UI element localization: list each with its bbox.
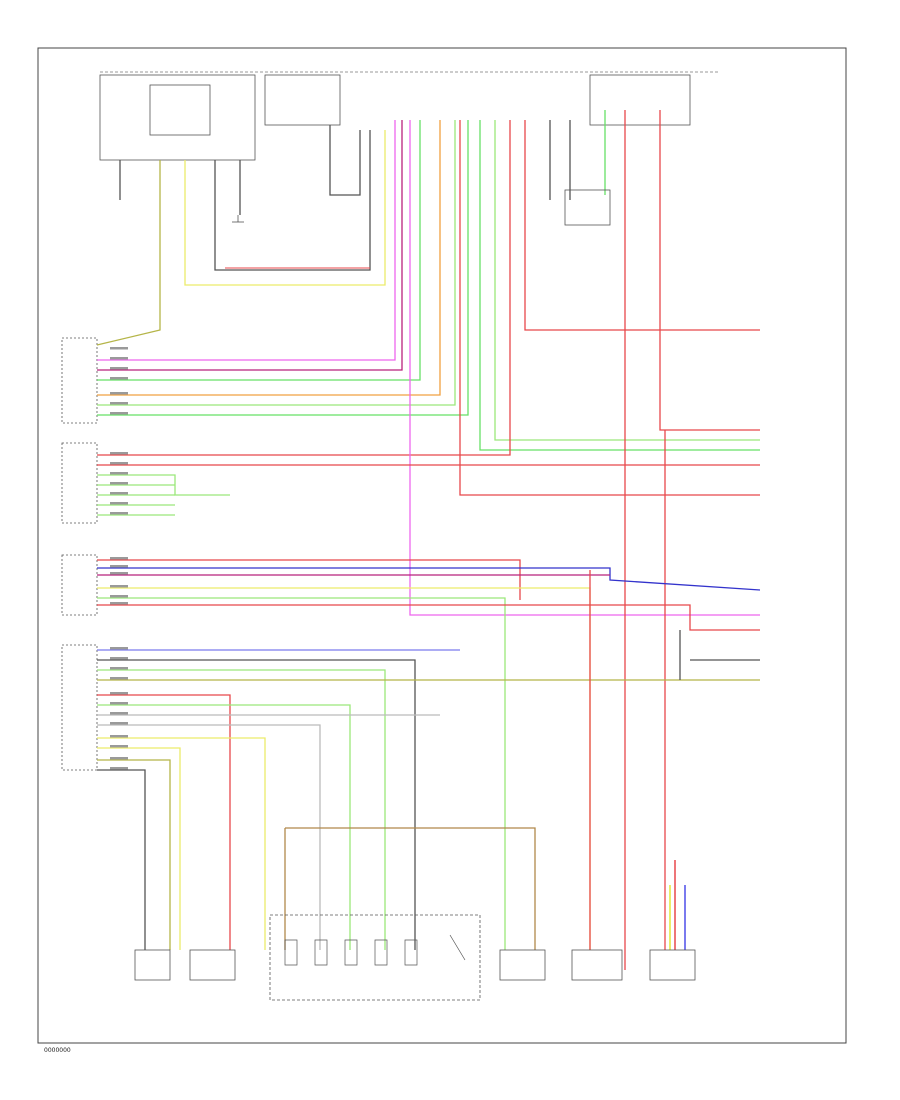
wire-37 — [97, 604, 760, 631]
wire-label-mark-13 — [110, 502, 128, 505]
wire-label-mark-8 — [110, 452, 128, 455]
wire-33 — [97, 567, 761, 591]
wire-32 — [97, 559, 521, 600]
wire-36 — [97, 597, 506, 950]
wire-13 — [97, 120, 469, 416]
ecm-connector-3 — [61, 554, 98, 616]
wire-label-mark-32 — [110, 767, 128, 770]
wire-4 — [214, 130, 371, 271]
wire-label-mark-22 — [110, 657, 128, 660]
wire-50 — [285, 827, 536, 950]
component-turbine-sensor — [189, 949, 236, 981]
wire-43 — [97, 704, 351, 950]
ecm-connector-4 — [61, 644, 98, 771]
component-switch-right — [564, 189, 611, 226]
wire-42 — [97, 694, 231, 950]
ecm-connector-1 — [61, 337, 98, 424]
component-sensor-a — [134, 949, 171, 981]
solenoid-symbols — [284, 934, 466, 966]
wire-10 — [97, 120, 421, 381]
wire-label-mark-28 — [110, 722, 128, 725]
wire-11 — [97, 120, 441, 396]
wire-17 — [97, 120, 511, 456]
fuse-box-right — [589, 74, 691, 126]
wire-label-mark-30 — [110, 745, 128, 748]
wire-39 — [97, 659, 416, 950]
component-solenoid-assembly — [269, 914, 481, 1001]
wire-12 — [97, 120, 456, 406]
wire-label-mark-24 — [110, 677, 128, 680]
wire-7 — [329, 125, 361, 196]
wire-24 — [659, 110, 760, 431]
wire-label-mark-31 — [110, 757, 128, 760]
relay-box — [99, 74, 256, 161]
wire-48 — [97, 759, 171, 950]
wire-47 — [97, 747, 181, 950]
component-throttle-sensor — [499, 949, 546, 981]
wire-8 — [97, 120, 396, 361]
wire-label-mark-4 — [110, 377, 128, 380]
wire-40 — [97, 669, 386, 950]
diagram-border — [37, 47, 847, 1044]
wire-14 — [459, 120, 760, 496]
wire-label-mark-20 — [110, 602, 128, 605]
wire-15 — [479, 120, 760, 451]
wire-label-mark-11 — [110, 482, 128, 485]
wire-2 — [96, 160, 161, 346]
wire-16 — [494, 120, 760, 441]
wire-label-mark-3 — [110, 367, 128, 370]
component-temp-sensor — [571, 949, 623, 981]
ecm-connector-2 — [61, 442, 98, 524]
wire-35 — [97, 587, 591, 950]
wire-46 — [97, 737, 266, 950]
wire-9 — [97, 120, 403, 371]
wire-label-mark-16 — [110, 565, 128, 568]
wire-label-mark-9 — [110, 462, 128, 465]
wire-label-mark-19 — [110, 595, 128, 598]
wire-label-mark-29 — [110, 735, 128, 738]
wire-label-mark-6 — [110, 402, 128, 405]
wire-label-mark-1 — [110, 347, 128, 350]
wire-label-mark-5 — [110, 392, 128, 395]
ignition-switch-box — [264, 74, 341, 126]
wire-label-mark-18 — [110, 585, 128, 588]
wire-label-mark-12 — [110, 492, 128, 495]
wire-label-mark-23 — [110, 667, 128, 670]
wire-45 — [97, 724, 321, 950]
reference-code: 0000000 — [44, 1047, 71, 1054]
component-speed-sensor — [649, 949, 696, 981]
wire-label-mark-7 — [110, 412, 128, 415]
wire-label-mark-14 — [110, 512, 128, 515]
wire-label-mark-2 — [110, 357, 128, 360]
wire-label-mark-25 — [110, 692, 128, 695]
ground-symbol — [232, 215, 244, 223]
wire-label-mark-15 — [110, 557, 128, 560]
wire-18 — [524, 120, 760, 331]
wire-label-mark-10 — [110, 472, 128, 475]
wire-label-mark-21 — [110, 647, 128, 650]
wire-49 — [97, 769, 146, 950]
wire-3 — [184, 130, 386, 286]
wire-label-mark-17 — [110, 572, 128, 575]
relay-inner — [149, 84, 211, 136]
labels-group — [110, 347, 128, 770]
wire-19 — [409, 120, 760, 616]
wire-label-mark-26 — [110, 702, 128, 705]
wire-label-mark-27 — [110, 712, 128, 715]
wires-group — [96, 110, 761, 970]
